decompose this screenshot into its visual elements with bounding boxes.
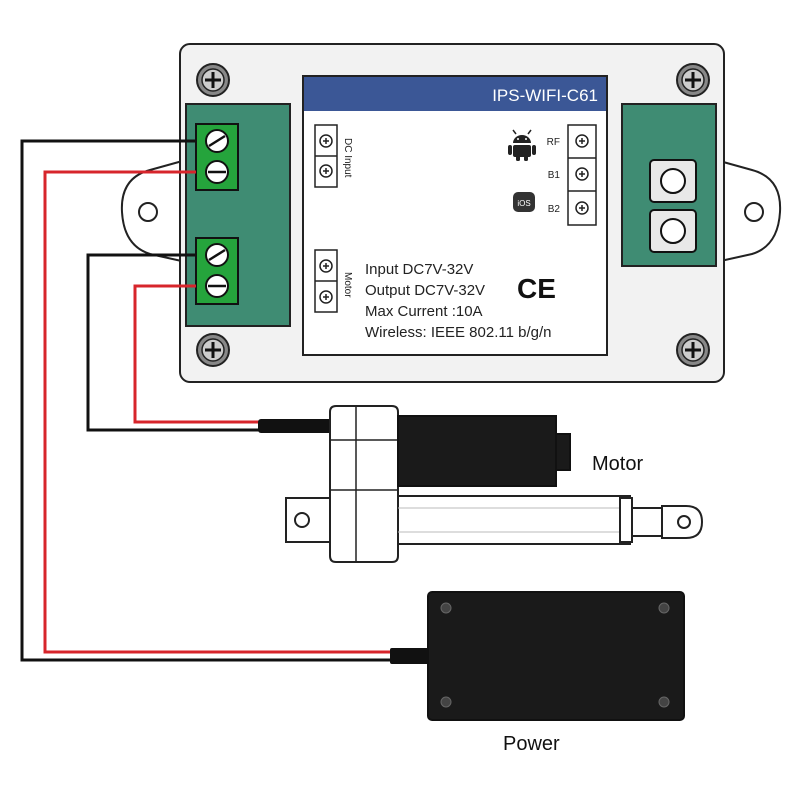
motor-label: Motor [592,453,643,475]
wires [20,139,392,662]
dc-input-label: DC Input [342,138,353,178]
power-box [427,591,685,721]
model-title: IPS-WIFI-C61 [492,86,598,105]
dc-input-port [314,124,338,188]
left-ear-hole [138,202,158,222]
spec-output: Output DC7V-32V [365,282,485,299]
spec-input: Input DC7V-32V [365,261,473,278]
push-button-2[interactable] [649,209,697,253]
label-panel [302,75,608,356]
motor-port [314,249,338,313]
corner-screw-tl [196,63,230,97]
power-black-wire [20,139,392,662]
controller-box: IPS-WIFI-C61 DC Input Motor [120,43,782,383]
motor-black-wire [86,253,260,432]
power-cable-stub [390,648,432,664]
motor-red-wire [133,284,260,424]
corner-screw-br [676,333,710,367]
spec-max-current: Max Current :10A [365,303,483,320]
dc-input-terminal-block [195,123,239,191]
inner-rod [631,507,663,537]
title-bar [304,77,606,111]
motor-port-label: Motor [342,272,353,298]
port-label-rf: RF [547,137,560,148]
ios-icon: iOS [513,192,535,212]
right-ear-hole [744,202,764,222]
port-label-b2: B2 [548,204,561,215]
power-red-wire [43,170,392,654]
linear-actuator [258,405,704,563]
corner-screw-bl [196,333,230,367]
corner-screw-tr [676,63,710,97]
motor-terminal-block [195,237,239,305]
push-button-1[interactable] [649,159,697,203]
power-label: Power [503,733,560,755]
outer-tube [397,495,631,545]
power-supply [390,591,685,721]
gear-housing [329,405,399,563]
ios-icon-text: iOS [517,199,530,208]
ce-mark: CE [517,273,556,304]
port-label-b1: B1 [548,170,561,181]
motor-can [397,415,557,487]
spec-wireless: Wireless: IEEE 802.11 b/g/n [365,324,551,341]
rf-b1-b2-ports [567,124,597,226]
android-icon [508,129,536,161]
power-box-screws [440,602,670,708]
